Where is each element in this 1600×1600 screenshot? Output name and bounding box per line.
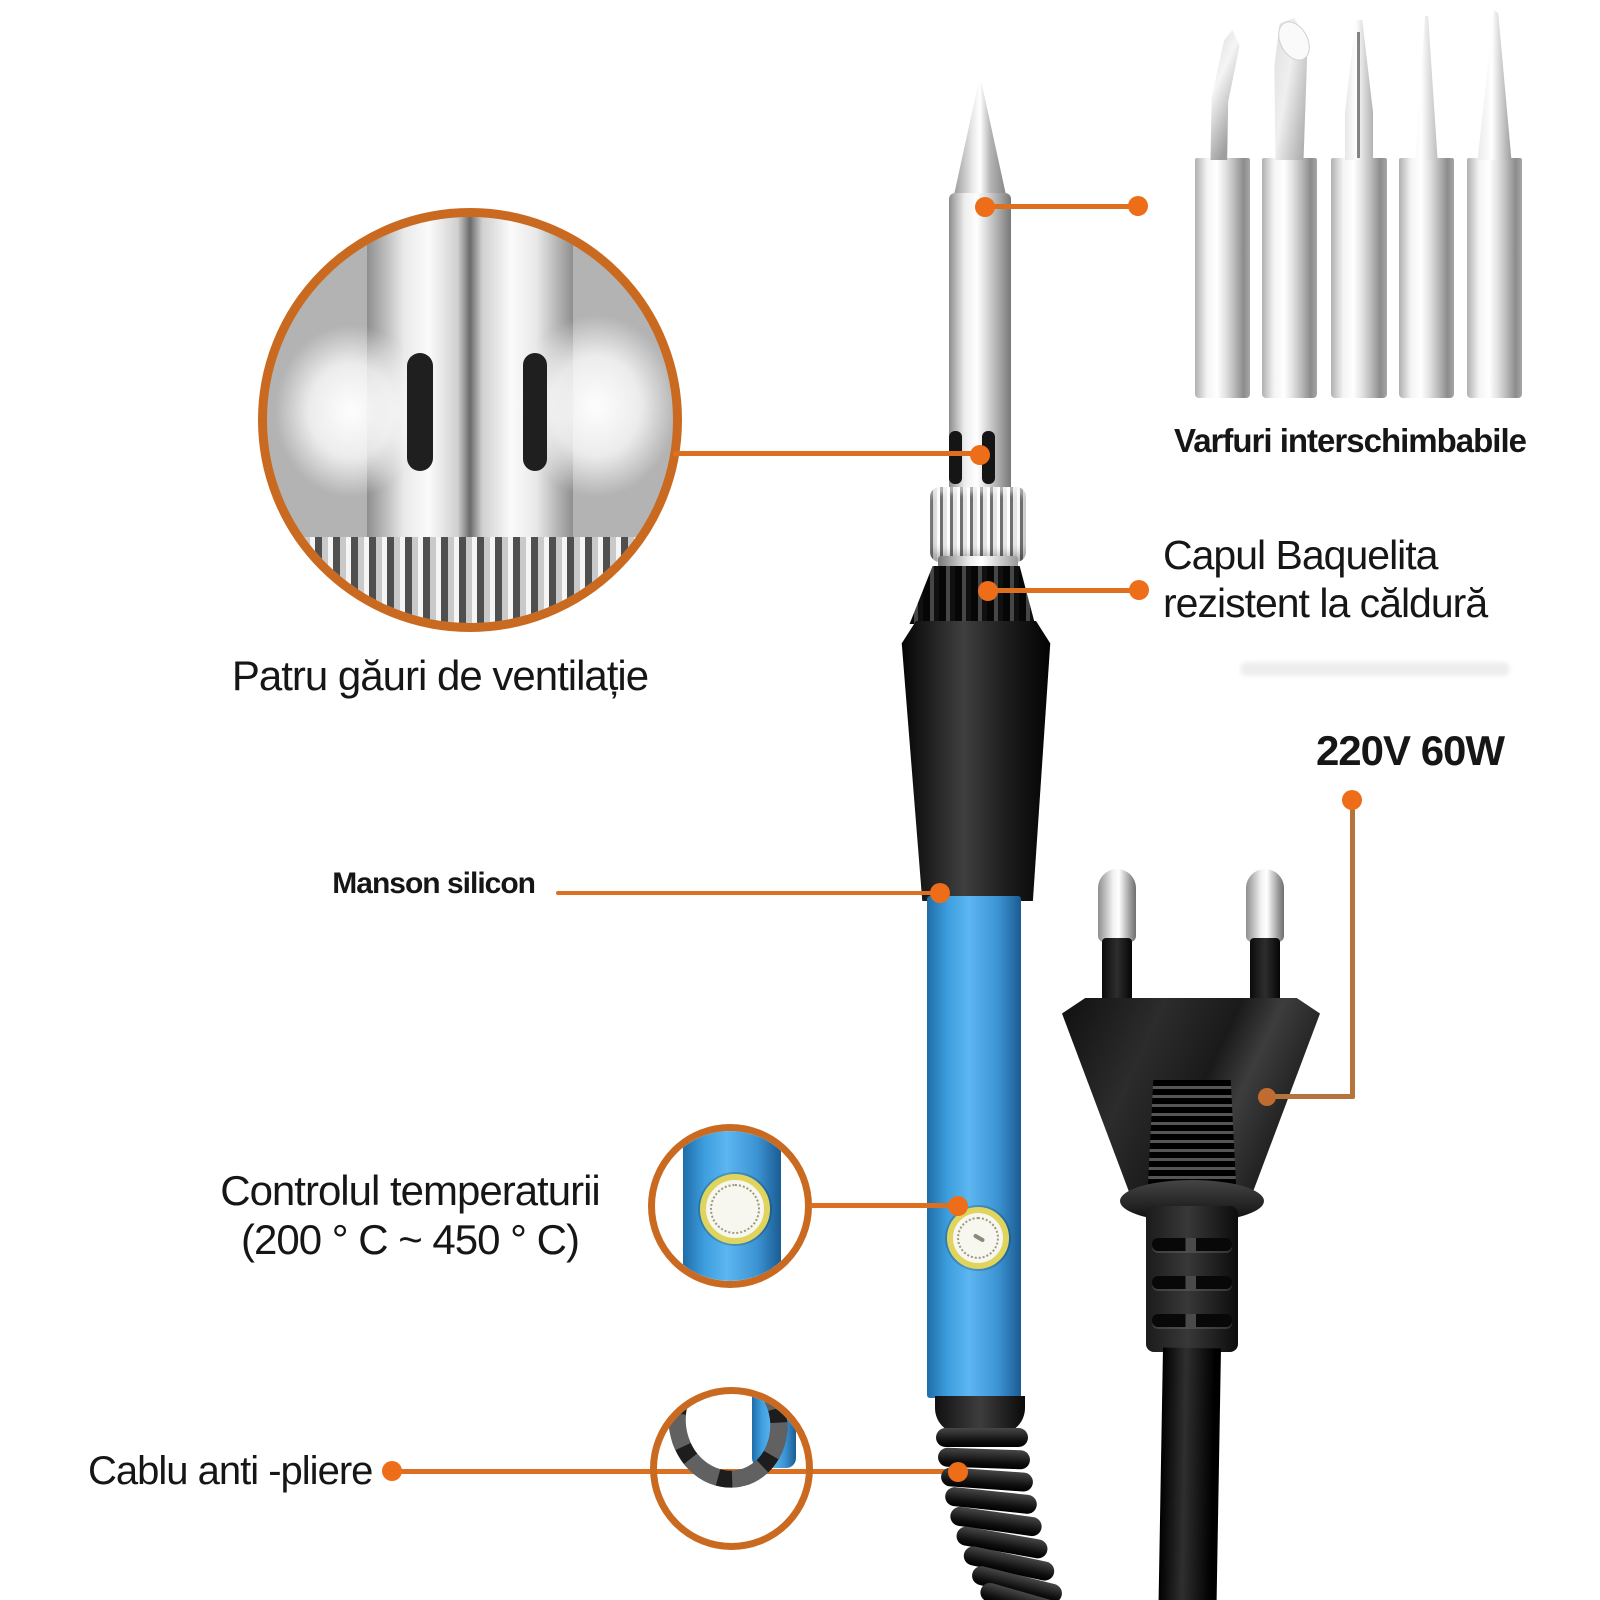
iron-tip	[954, 83, 1006, 195]
tips-dot-right	[1128, 196, 1148, 216]
tips-dot-left	[975, 197, 995, 217]
coil-rib	[936, 1428, 1028, 1447]
vent-slot-left	[407, 353, 433, 471]
power-line-horizontal	[1266, 1094, 1355, 1099]
silicone-sleeve-label: Manson silicon	[332, 867, 536, 900]
plug-groove	[1152, 1276, 1232, 1289]
tips-line	[984, 204, 1140, 209]
plug-cable	[1158, 1347, 1221, 1600]
power-dot-top	[1342, 790, 1362, 810]
bakelite-head-label-line1: Capul Baquelita	[1163, 532, 1438, 578]
blue-handle	[927, 896, 1021, 1398]
silicone-sleeve-line	[556, 891, 940, 895]
cable-dot-right	[948, 1462, 968, 1482]
spare-tip-shaft	[1467, 158, 1522, 398]
vent-slot-right	[523, 353, 547, 471]
plug-pin-right-cap	[1246, 869, 1284, 942]
temperature-line	[810, 1203, 958, 1208]
temperature-control-label: Controlul temperaturii (200 ° C ~ 450 ° …	[130, 1166, 690, 1264]
power-rating-label: 220V 60W	[1315, 727, 1505, 774]
plug-groove	[1152, 1238, 1232, 1251]
bakelite-head	[909, 566, 1035, 624]
temperature-zoom-inset	[648, 1124, 812, 1288]
temperature-dot	[948, 1196, 968, 1216]
plug-pin-left-cap	[1098, 869, 1136, 942]
temp-inset-dial	[700, 1174, 770, 1244]
spare-tip-shaft	[1262, 158, 1317, 398]
spare-tip-hook	[1210, 30, 1240, 160]
temperature-dial-markings	[957, 1217, 999, 1259]
bakelite-dot-left	[978, 581, 998, 601]
faint-watermark	[1240, 662, 1510, 676]
knurled-band	[297, 537, 647, 623]
cable-inset-handle-section	[752, 1394, 796, 1468]
spare-tip-point	[1477, 10, 1512, 160]
steam-puff-left	[275, 325, 427, 497]
vent-zoom-inset	[258, 208, 682, 632]
spare-tip-fine-point	[1415, 16, 1438, 160]
temperature-control-label-line1: Controlul temperaturii	[220, 1167, 601, 1214]
cable-zoom-inset	[650, 1387, 813, 1550]
bakelite-head-label: Capul Baquelita rezistent la căldură	[1163, 532, 1563, 627]
spare-tip-shaft	[1331, 158, 1387, 398]
power-dot-plug	[1258, 1088, 1276, 1106]
temperature-control-label-line2: (200 ° C ~ 450 ° C)	[241, 1216, 580, 1264]
spare-tip-shaft	[1195, 158, 1250, 398]
nut-collar-ring	[938, 556, 1018, 568]
temp-inset-dial-markings	[710, 1184, 760, 1234]
strain-relief-neck	[935, 1396, 1025, 1434]
vent-holes-line	[673, 451, 980, 456]
spare-tip-shaft	[1399, 158, 1454, 398]
plug-grip-ribs	[1148, 1080, 1236, 1184]
barrel-vent-slot-left	[949, 431, 962, 484]
interchangeable-tips-label: Varfuri interschimbabile	[1174, 422, 1527, 459]
temperature-dial	[947, 1207, 1009, 1269]
coiled-cable-ribs	[657, 1394, 801, 1501]
cable-dot-left	[382, 1461, 402, 1481]
knurled-nut	[930, 487, 1026, 562]
plug-groove	[1152, 1314, 1232, 1327]
bakelite-dot-right	[1129, 580, 1149, 600]
silicone-sleeve-dot	[930, 883, 950, 903]
vent-holes-label: Patru găuri de ventilație	[231, 652, 649, 699]
power-line-vertical	[1350, 802, 1355, 1098]
spare-tip-chisel-seam	[1357, 32, 1360, 158]
anti-bend-cable-label: Cablu anti -pliere	[88, 1449, 373, 1493]
plug-pin-right-base	[1250, 938, 1280, 1008]
bakelite-head-line	[989, 588, 1139, 593]
vent-holes-dot	[970, 445, 990, 465]
silicone-grip	[901, 621, 1051, 901]
bakelite-head-label-line2: rezistent la căldură	[1163, 579, 1488, 626]
plug-pin-left-base	[1102, 938, 1132, 1008]
